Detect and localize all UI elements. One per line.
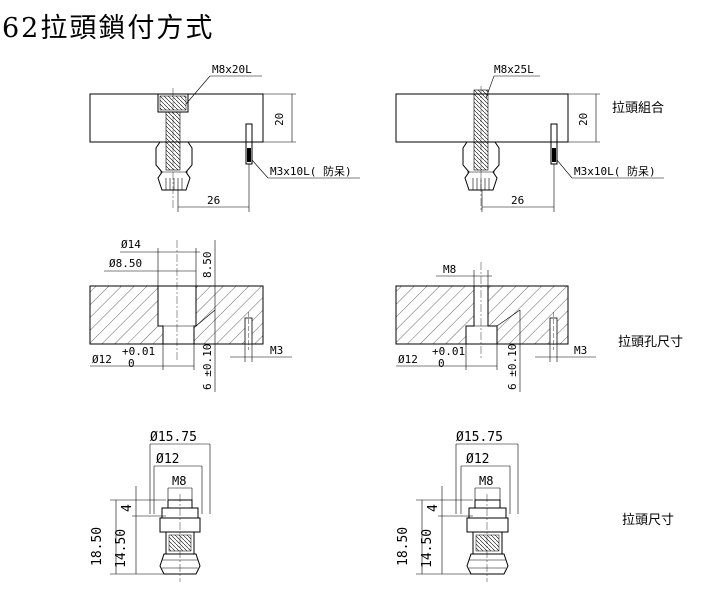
dim-h-14-50: 14.50 bbox=[114, 529, 129, 568]
stud-left: Ø15.75 Ø12 M8 18.50 14.50 4 bbox=[90, 430, 211, 582]
dim-d12: Ø12 bbox=[92, 353, 112, 366]
dim-d15-75: Ø15.75 bbox=[150, 430, 197, 445]
page-title: 62拉頭鎖付方式 bbox=[2, 13, 215, 44]
dim-h-14-50: 14.50 bbox=[420, 529, 435, 568]
dim-h-4: 4 bbox=[426, 504, 441, 512]
dim-m8: M8 bbox=[172, 474, 186, 488]
dim-depth-6: 6 ±0.10 bbox=[201, 344, 214, 390]
dim-d12: Ø12 bbox=[466, 452, 489, 467]
dim-depth-8-50: 8.50 bbox=[201, 252, 214, 279]
hole-left: Ø14 Ø8.50 8.50 Ø12 +0.01 0 6 ±0.10 M3 bbox=[89, 238, 292, 392]
offset-dim: 26 bbox=[207, 194, 220, 207]
dim-d12: Ø12 bbox=[398, 353, 418, 366]
assembly-right: M8x25L 20 M3x10L( 防呆) 26 bbox=[395, 63, 664, 212]
tol-upper: +0.01 bbox=[432, 345, 465, 358]
height-dim: 20 bbox=[577, 113, 590, 126]
bolt-label: M8x20L bbox=[212, 63, 252, 76]
height-dim: 20 bbox=[273, 113, 286, 126]
dim-h-4: 4 bbox=[120, 504, 135, 512]
bolt-label: M8x25L bbox=[494, 63, 534, 76]
dim-m8: M8 bbox=[443, 263, 456, 276]
dim-m8: M8 bbox=[479, 474, 493, 488]
dim-h-18-50: 18.50 bbox=[396, 527, 411, 566]
dim-depth-6: 6 ±0.10 bbox=[506, 344, 519, 390]
tol-lower: 0 bbox=[438, 357, 445, 370]
tol-upper: +0.01 bbox=[122, 345, 155, 358]
dim-d14: Ø14 bbox=[121, 238, 141, 251]
offset-dim: 26 bbox=[511, 194, 524, 207]
row-label-hole-size: 拉頭孔尺寸 bbox=[618, 335, 683, 350]
stud-right: Ø15.75 Ø12 M8 18.50 14.50 4 bbox=[396, 430, 519, 582]
dim-d8-50: Ø8.50 bbox=[109, 257, 142, 270]
dim-d15-75: Ø15.75 bbox=[456, 430, 503, 445]
dim-h-18-50: 18.50 bbox=[90, 527, 105, 566]
assembly-left: M8x20L 20 M3x10L( 防呆) 26 bbox=[89, 63, 360, 212]
dim-m3: M3 bbox=[270, 344, 283, 357]
dim-d12: Ø12 bbox=[156, 452, 179, 467]
hole-right: M8 Ø12 +0.01 0 6 ±0.10 M3 bbox=[395, 262, 596, 392]
tol-lower: 0 bbox=[128, 357, 135, 370]
row-label-stud-size: 拉頭尺寸 bbox=[622, 513, 674, 528]
dim-m3: M3 bbox=[574, 344, 587, 357]
row-label-assembly: 拉頭組合 bbox=[612, 101, 664, 116]
pin-label: M3x10L( 防呆) bbox=[574, 164, 656, 178]
pin-label: M3x10L( 防呆) bbox=[270, 164, 352, 178]
